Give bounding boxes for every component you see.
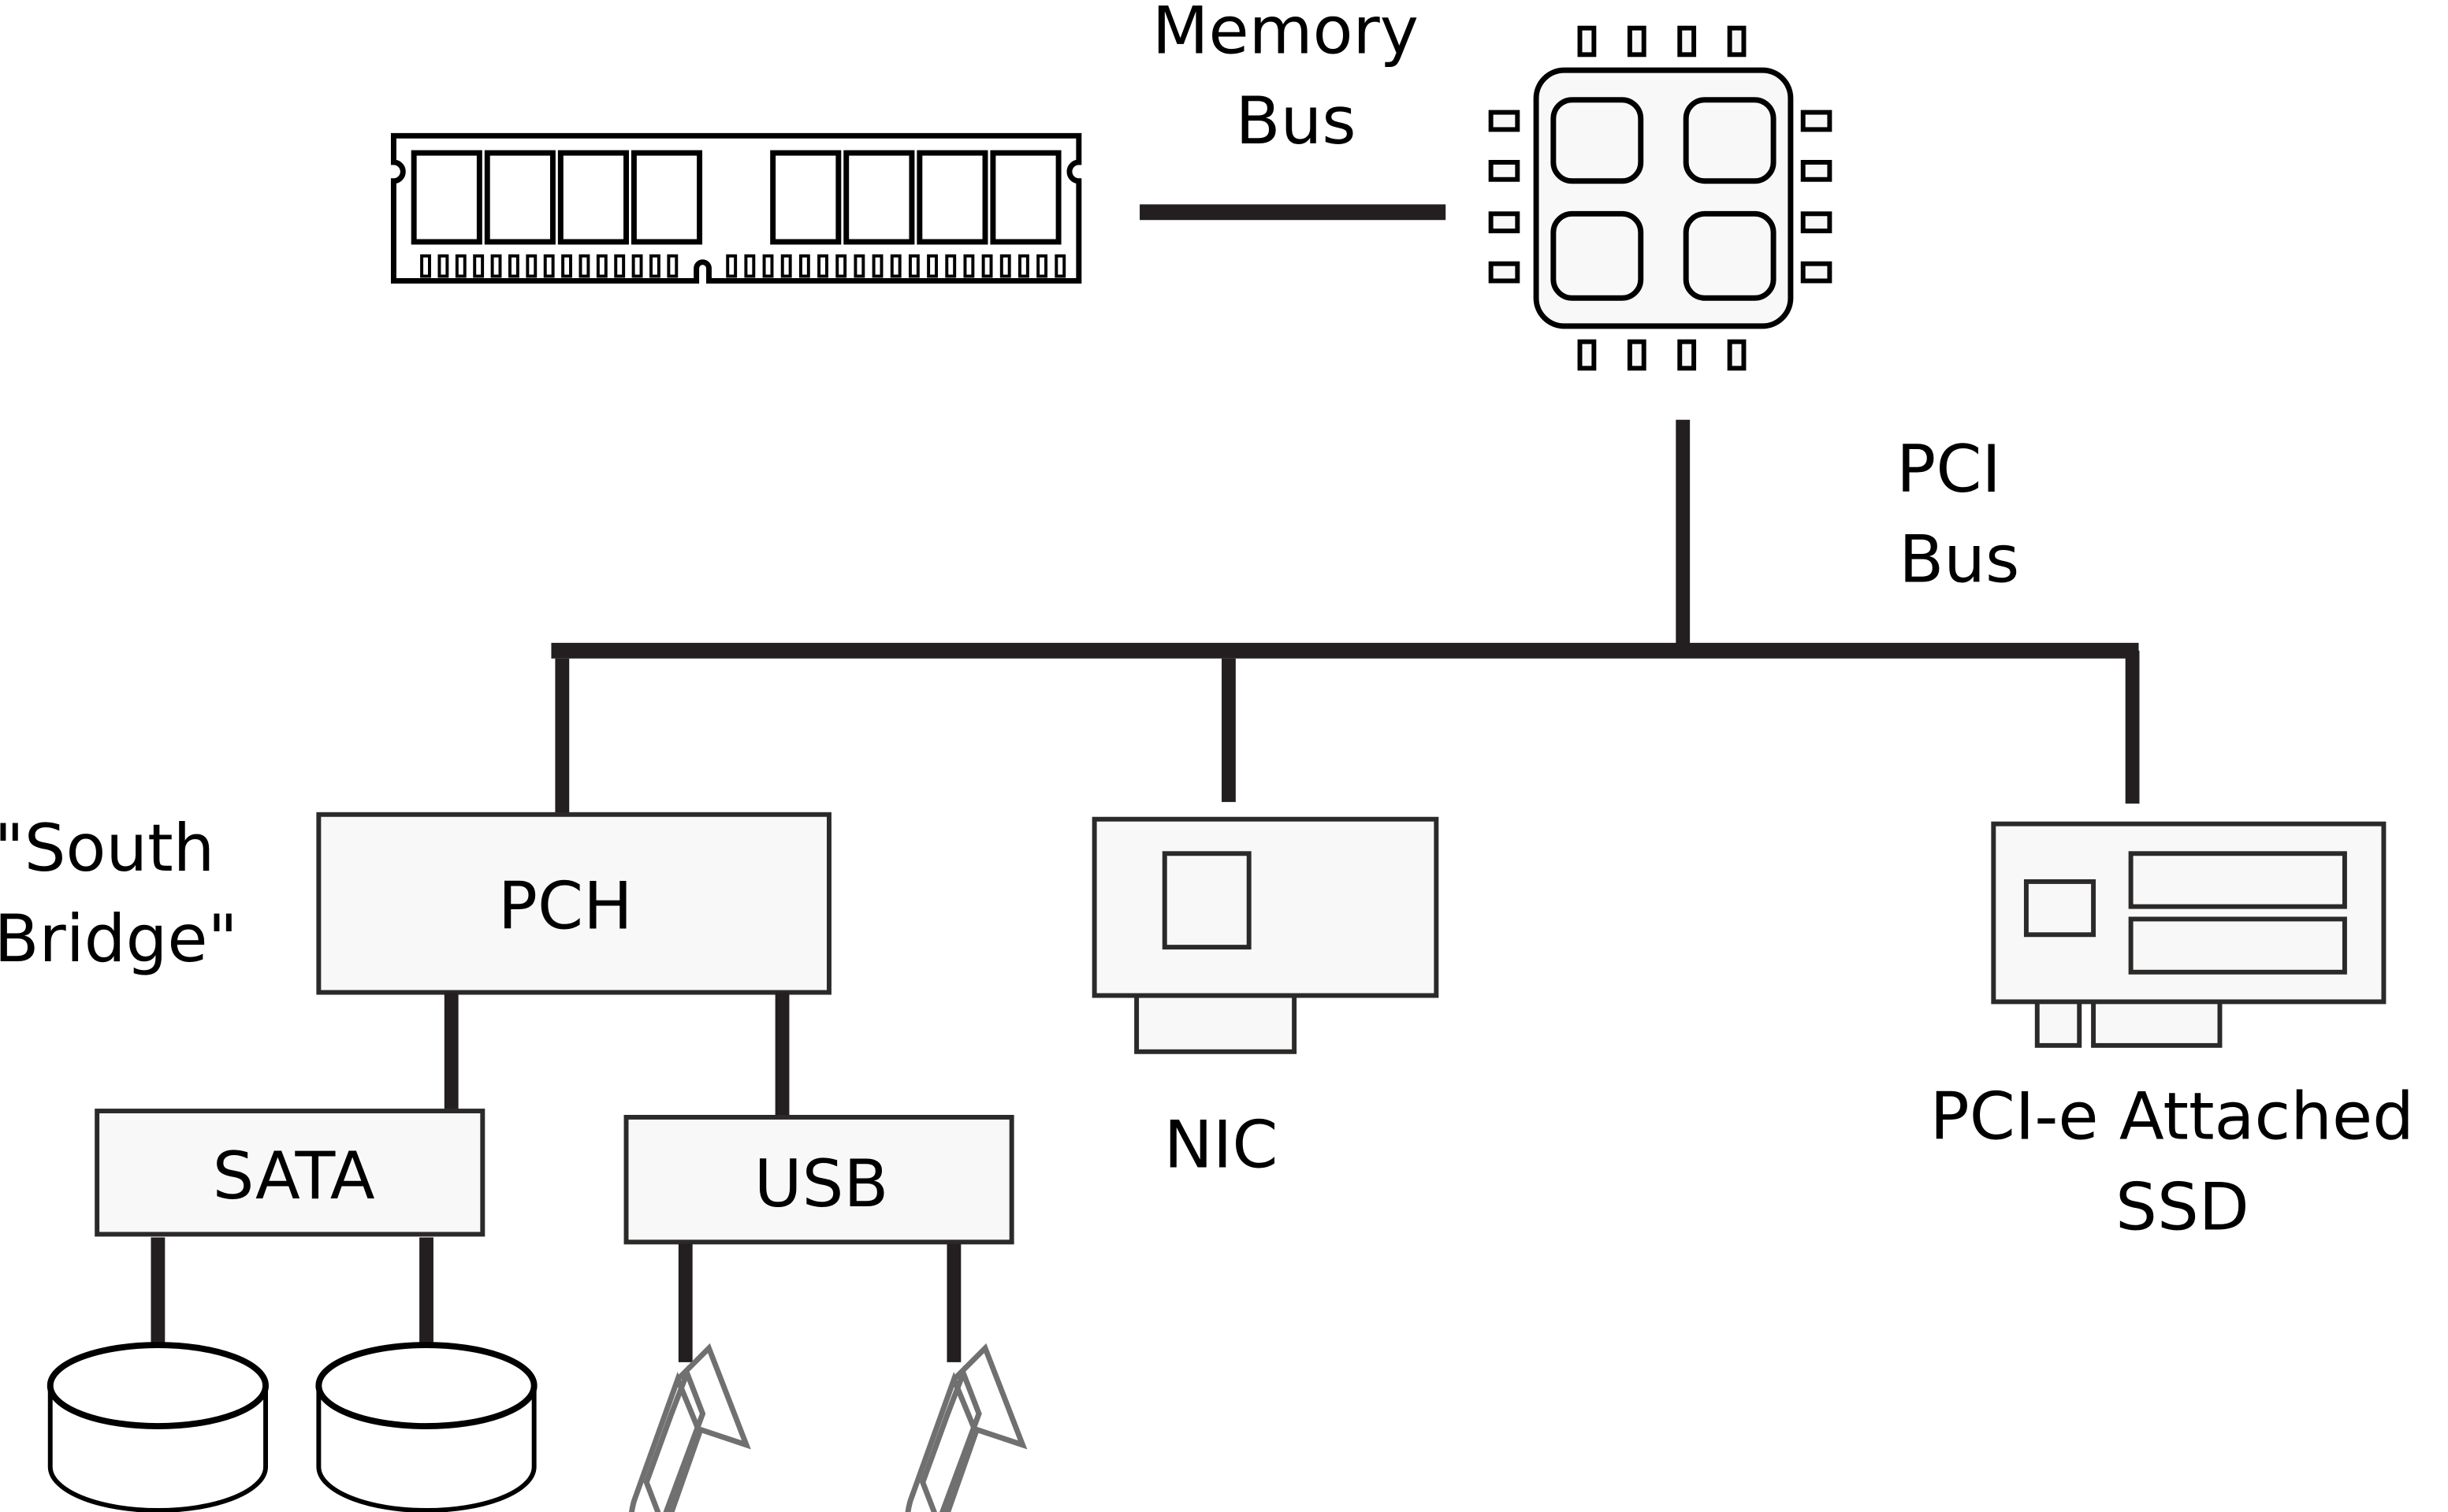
ram-contact — [726, 254, 738, 278]
ram-contact — [420, 254, 431, 278]
sata-label: SATA — [213, 1138, 375, 1214]
usb-drive-icon — [905, 1343, 1028, 1512]
cpu-pin — [1627, 339, 1646, 371]
usb-drive-icon — [628, 1343, 751, 1512]
ram-contact — [798, 254, 810, 278]
sata-box: SATA — [95, 1109, 486, 1237]
cpu-pin — [1577, 25, 1597, 58]
ram-chip — [631, 150, 703, 245]
ram-contact — [667, 254, 679, 278]
cpu-pin — [1800, 261, 1832, 284]
cpu-pin — [1800, 159, 1832, 182]
cpu-pin — [1800, 110, 1832, 132]
ram-contact — [473, 254, 485, 278]
pci-bus-label: PCI Bus — [1896, 431, 2022, 598]
ram-contact — [649, 254, 660, 278]
ram-contact — [508, 254, 519, 278]
ram-contact — [835, 254, 847, 278]
cpu-pin — [1488, 211, 1520, 234]
pch-label: PCH — [498, 867, 633, 944]
cpu-pin — [1627, 25, 1646, 58]
cpu-pin — [1727, 339, 1747, 371]
ram-contact — [854, 254, 865, 278]
cpu-pin — [1577, 339, 1597, 371]
usb-label: USB — [754, 1146, 889, 1222]
ram-contact — [872, 254, 884, 278]
south-bridge-label: "South Bridge" — [0, 810, 238, 977]
ram-contact — [890, 254, 902, 278]
cpu-pin — [1488, 110, 1520, 132]
ram-contact — [780, 254, 792, 278]
ram-contact — [1036, 254, 1048, 278]
ram-contact — [1055, 254, 1066, 278]
ram-contact — [945, 254, 957, 278]
ram-contact — [963, 254, 975, 278]
ram-contact — [762, 254, 774, 278]
ram-contact — [596, 254, 608, 278]
disk-icon — [47, 1342, 269, 1512]
ram-chip — [557, 150, 629, 245]
ram-contact — [561, 254, 572, 278]
ram-contact — [744, 254, 756, 278]
ram-chip — [411, 150, 482, 245]
ram-contact — [817, 254, 828, 278]
ram-contact — [526, 254, 538, 278]
cpu-pin — [1800, 211, 1832, 234]
cpu-pin — [1677, 339, 1697, 371]
cpu-pin — [1488, 261, 1520, 284]
cpu-pin — [1677, 25, 1697, 58]
ram-contact — [455, 254, 467, 278]
network-card-icon — [1092, 816, 1439, 1054]
memory-bus-label: Memory Bus — [1152, 0, 1440, 159]
nic-label: NIC — [1164, 1106, 1278, 1183]
disk-icon — [315, 1342, 538, 1512]
ram-contact — [981, 254, 993, 278]
cpu-pin — [1727, 25, 1747, 58]
ram-module-icon — [390, 132, 1082, 284]
pcie-ssd-card-icon — [1991, 821, 2387, 1048]
ram-chip — [770, 150, 842, 245]
ram-chip — [484, 150, 556, 245]
ram-contact — [490, 254, 502, 278]
ram-contact — [579, 254, 590, 278]
ram-contact — [1018, 254, 1029, 278]
ram-contact — [614, 254, 626, 278]
ram-contact — [437, 254, 449, 278]
cpu-chip-icon — [1488, 25, 1832, 371]
ssd-label: PCI-e Attached SSD — [1930, 1079, 2435, 1246]
cpu-pin — [1488, 159, 1520, 182]
ram-chip — [843, 150, 915, 245]
ram-contact — [999, 254, 1011, 278]
ram-chip — [990, 150, 1062, 245]
pch-box: PCH — [316, 812, 832, 995]
ram-contact — [908, 254, 920, 278]
ram-chip — [917, 150, 988, 245]
usb-box: USB — [623, 1114, 1014, 1245]
ram-contact — [631, 254, 643, 278]
ram-contact — [927, 254, 938, 278]
ram-contact — [543, 254, 555, 278]
